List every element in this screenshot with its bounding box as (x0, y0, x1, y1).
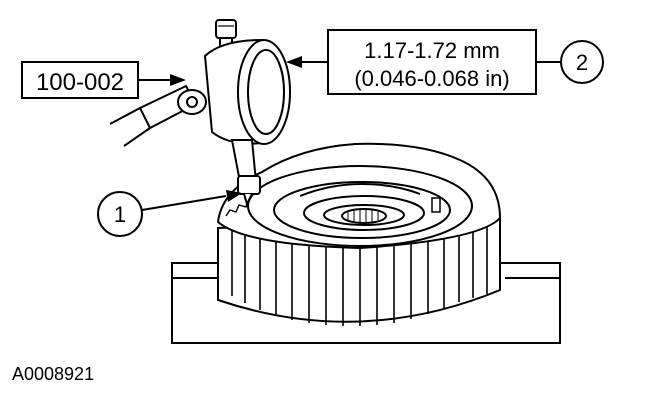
callout-spec: 1.17-1.72 mm (0.046-0.068 in) (286, 29, 560, 95)
spec-callout-box (327, 29, 537, 95)
tool-leader-arrow (170, 74, 186, 86)
drum-teeth (231, 220, 488, 326)
tool-callout-label: 100-002 (36, 69, 124, 96)
callout-tool: 100-002 (21, 61, 186, 99)
probe-collar (237, 175, 261, 195)
probe-tip (243, 193, 253, 207)
spec-metric-label: 1.17-1.72 mm (364, 38, 500, 63)
indicator-cap (215, 19, 237, 39)
clutch-drum (216, 142, 502, 326)
marker-2-label: 2 (576, 50, 588, 75)
indicator-arm (109, 84, 207, 147)
spline-hub (341, 208, 387, 224)
marker-1: 1 (97, 190, 242, 237)
marker-2: 2 (560, 40, 604, 84)
indicator-face (247, 49, 285, 135)
marker-1-leader (141, 195, 227, 211)
hub-splines (347, 209, 379, 223)
tool-callout-box (21, 61, 139, 99)
marker-1-label: 1 (114, 202, 126, 227)
marker-1-arrow (226, 190, 242, 202)
spec-leader-arrow (286, 56, 302, 68)
dial-indicator (203, 19, 291, 207)
spec-imperial-label: (0.046-0.068 in) (354, 66, 509, 91)
figure-id: A0008921 (12, 364, 94, 384)
snap-ring (299, 182, 421, 197)
